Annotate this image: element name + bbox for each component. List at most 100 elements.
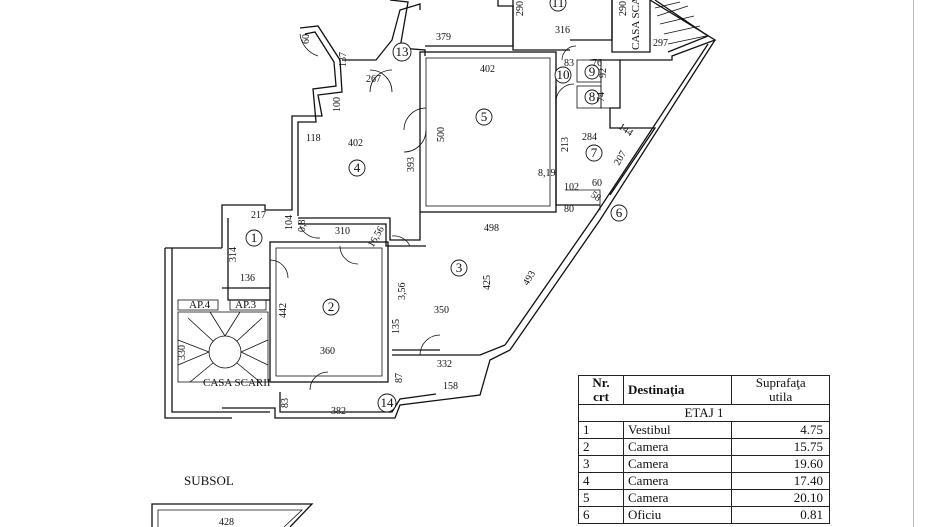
dim: 332 — [437, 359, 452, 370]
stair-right — [654, 1, 707, 45]
room-number-13: 13 — [396, 44, 409, 59]
dim: 104 — [284, 215, 295, 230]
dim: 118 — [306, 133, 321, 144]
table-row: 2 Camera 15.75 — [578, 438, 830, 456]
dim: 76 — [592, 58, 602, 69]
cell-dest: Oficiu — [622, 506, 733, 524]
dim: 0,8 — [297, 220, 308, 233]
apt-label-3: AP.3 — [235, 299, 257, 311]
dim: 498 — [484, 223, 499, 234]
room-number-10: 10 — [557, 67, 570, 82]
floor-label: ETAJ 1 — [578, 404, 830, 422]
room-number-6: 6 — [616, 205, 623, 220]
apt-label-4: AP.4 — [189, 299, 211, 311]
cell-dest: Camera — [622, 455, 733, 473]
dim: 102 — [564, 182, 579, 193]
cell-dest: Vestibul — [622, 421, 733, 439]
cell-area: 17.40 — [731, 472, 830, 490]
dim: 80 — [564, 204, 574, 215]
dim: 83 — [564, 58, 574, 69]
dim: 316 — [555, 25, 570, 36]
dim: 379 — [436, 32, 451, 43]
room-number-1: 1 — [251, 230, 258, 245]
header-destinatia: Destinaţia — [622, 375, 733, 405]
cell-nr: 4 — [578, 472, 624, 490]
table-row: 5 Camera 20.10 — [578, 489, 830, 507]
room-number-5: 5 — [481, 109, 488, 124]
room-number-11: 11 — [552, 0, 565, 10]
room-number-14: 14 — [381, 395, 395, 410]
dim: 493 — [521, 269, 538, 287]
dim: 393 — [406, 157, 417, 172]
room-number-9: 9 — [589, 64, 596, 79]
dim: 290 — [515, 1, 526, 16]
cell-dest: Camera — [622, 438, 733, 456]
dim: 428 — [219, 517, 234, 527]
dim: 144 — [616, 121, 635, 139]
subsol-label: SUBSOL — [184, 473, 234, 488]
cell-area: 20.10 — [731, 489, 830, 507]
dim: 8,19 — [538, 168, 556, 179]
dim: 402 — [348, 138, 363, 149]
dim: 382 — [331, 406, 346, 417]
room-number-3: 3 — [456, 260, 463, 275]
dim: 310 — [335, 226, 350, 237]
dim: 360 — [320, 346, 335, 357]
cell-nr: 5 — [578, 489, 624, 507]
dim: 402 — [480, 64, 495, 75]
dim: 217 — [251, 210, 266, 221]
cell-dest: Camera — [622, 472, 733, 490]
cell-nr: 6 — [578, 506, 624, 524]
stair-label-right: CASA SCA — [630, 0, 642, 50]
dim: 60 — [301, 34, 312, 44]
stair-label-left: CASA SCARII — [203, 377, 271, 389]
subsol-outline — [151, 503, 314, 527]
dim: 74 — [596, 92, 607, 102]
dim: 297 — [653, 38, 668, 49]
header-nr-crt: Nr. crt — [578, 375, 624, 405]
dim: 87 — [394, 373, 405, 383]
dim: 92 — [598, 68, 609, 78]
table-row: 4 Camera 17.40 — [578, 472, 830, 490]
cell-area: 19.60 — [731, 455, 830, 473]
dim: 60 — [592, 178, 602, 189]
cell-nr: 2 — [578, 438, 624, 456]
cell-area: 0.81 — [731, 506, 830, 524]
dim: 207 — [612, 149, 629, 167]
table-header-row: Nr. crt Destinaţia Suprafaţa utila — [578, 375, 830, 405]
dim: 267 — [366, 74, 381, 85]
table-row: 6 Oficiu 0.81 — [578, 506, 830, 524]
dim: 284 — [582, 132, 597, 143]
plan-labels: CASA SCARII CASA SCA AP.4 AP.3 — [189, 0, 642, 389]
dim: 58 — [588, 189, 602, 204]
room-number-8: 8 — [589, 89, 596, 104]
floor-row: ETAJ 1 — [578, 404, 830, 422]
dim: 136 — [240, 273, 255, 284]
table-row: 3 Camera 19.60 — [578, 455, 830, 473]
dim: 100 — [332, 97, 343, 112]
room-number-4: 4 — [354, 160, 361, 175]
stair-left — [177, 299, 269, 383]
cell-area: 4.75 — [731, 421, 830, 439]
area-table: Nr. crt Destinaţia Suprafaţa utila ETAJ … — [578, 375, 830, 524]
dim: 3,56 — [397, 283, 408, 301]
header-suprafata: Suprafaţa utila — [731, 375, 830, 405]
dim: 135 — [391, 319, 402, 334]
dim: 314 — [228, 247, 239, 262]
room-number-7: 7 — [591, 145, 598, 160]
cell-nr: 1 — [578, 421, 624, 439]
interior-walls — [222, 51, 621, 383]
room-number-2: 2 — [328, 299, 335, 314]
room-numbers: 1 2 3 4 5 6 7 8 9 10 11 13 14 — [251, 0, 623, 410]
dim: 500 — [436, 127, 447, 142]
table-row: 1 Vestibul 4.75 — [578, 421, 830, 439]
dim: 290 — [618, 1, 629, 16]
cell-dest: Camera — [622, 489, 733, 507]
room-markers — [245, 0, 628, 413]
cell-nr: 3 — [578, 455, 624, 473]
dim: 137 — [338, 52, 349, 67]
dim: 442 — [278, 303, 289, 318]
dim: 158 — [443, 381, 458, 392]
dim: 330 — [177, 345, 188, 360]
